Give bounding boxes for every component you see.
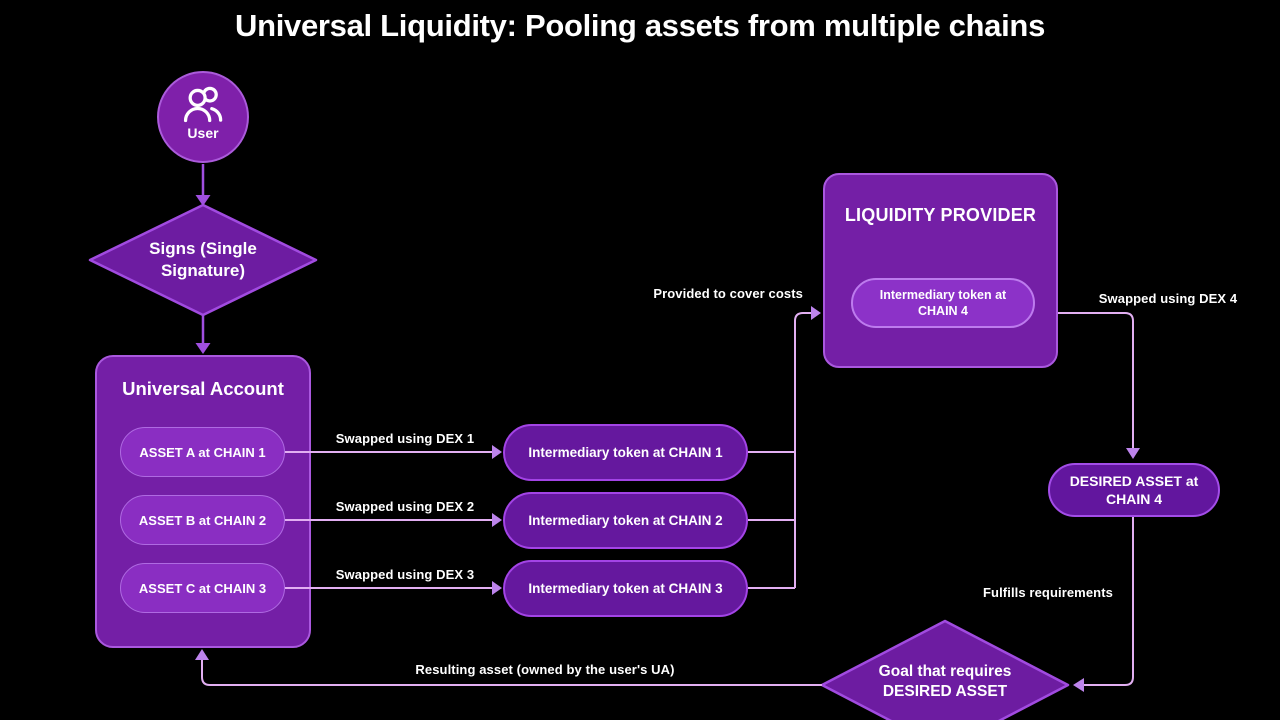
liquidity-provider-box: LIQUIDITY PROVIDER Intermediary token at…: [823, 173, 1058, 368]
asset-pill-b: ASSET B at CHAIN 2: [120, 495, 285, 545]
edge-label-dex3: Swapped using DEX 3: [335, 567, 475, 582]
universal-account-box: Universal Account ASSET A at CHAIN 1 ASS…: [95, 355, 311, 648]
arrowhead-goal: [1073, 678, 1084, 692]
lp-token-line2: CHAIN 4: [917, 304, 968, 318]
page-title: Universal Liquidity: Pooling assets from…: [234, 8, 1046, 43]
edge-desired-to-goal: [1083, 517, 1134, 686]
arrowhead-ua-return: [195, 649, 209, 660]
intermediary-token-chain2-pill: Intermediary token at CHAIN 2: [503, 492, 748, 549]
asset-pill-a: ASSET A at CHAIN 1: [120, 427, 285, 477]
universal-account-title: Universal Account: [122, 378, 284, 399]
user-node: User: [157, 71, 249, 163]
asset-pill-c: ASSET C at CHAIN 3: [120, 563, 285, 613]
users-icon: [183, 86, 223, 123]
arrowhead-lp: [811, 306, 821, 320]
goal-diamond-label: Goal that requires DESIRED ASSET: [855, 662, 1035, 702]
edge-label-dex1: Swapped using DEX 1: [335, 431, 475, 446]
intermediary-token-chain3-pill: Intermediary token at CHAIN 3: [503, 560, 748, 617]
goal-line2: DESIRED ASSET: [882, 683, 1008, 701]
signs-diamond-label: Signs (Single Signature): [120, 238, 286, 282]
edge-label-dex4: Swapped using DEX 4: [1098, 291, 1238, 306]
user-label: User: [187, 125, 219, 141]
desired-asset-line1: DESIRED ASSET at: [1069, 472, 1199, 489]
edge-lp-to-desired: [1058, 312, 1134, 449]
intermediary-token-chain4-pill: Intermediary token at CHAIN 4: [851, 278, 1035, 328]
desired-asset-line2: CHAIN 4: [1105, 491, 1162, 507]
edge-label-resulting-asset: Resulting asset (owned by the user's UA): [415, 662, 675, 677]
edge-label-fulfills-requirements: Fulfills requirements: [983, 585, 1113, 600]
edge-label-provided-to-cover-costs: Provided to cover costs: [653, 286, 803, 301]
arrowhead-desired: [1126, 448, 1140, 459]
arrowhead-int1: [492, 445, 502, 459]
liquidity-provider-title: LIQUIDITY PROVIDER: [844, 205, 1037, 225]
desired-asset-pill: DESIRED ASSET at CHAIN 4: [1048, 463, 1220, 517]
signs-line2: Signature): [160, 261, 246, 281]
edge-label-dex2: Swapped using DEX 2: [335, 499, 475, 514]
arrowhead-int2: [492, 513, 502, 527]
goal-line1: Goal that requires: [878, 663, 1012, 680]
arrowhead-signs-to-ua: [195, 343, 211, 354]
arrowhead-user-to-signs: [195, 195, 211, 206]
arrowhead-int3: [492, 581, 502, 595]
signs-line1: Signs (Single: [149, 239, 257, 258]
intermediary-token-chain1-pill: Intermediary token at CHAIN 1: [503, 424, 748, 481]
lp-token-line1: Intermediary token at: [879, 287, 1007, 302]
edge-bus-to-lp: [794, 312, 811, 588]
